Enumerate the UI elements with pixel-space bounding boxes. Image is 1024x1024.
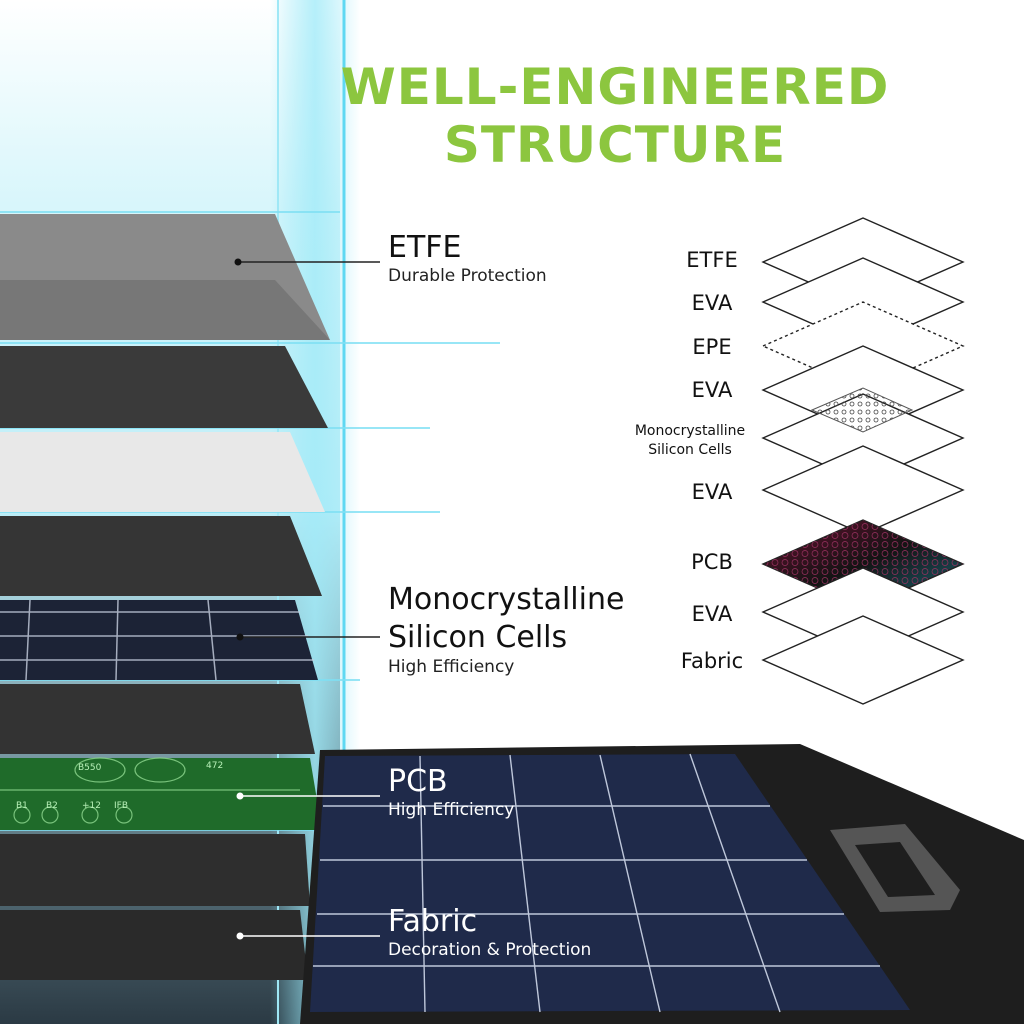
callout-pcb-desc: High Efficiency <box>388 800 515 820</box>
epe-layer <box>0 432 325 512</box>
pcb-marking: B550 <box>78 763 102 773</box>
callout-lines <box>238 261 380 638</box>
title-line-1: WELL-ENGINEERED <box>340 58 890 116</box>
exploded-label-etfe: ETFE <box>686 248 738 272</box>
eva-layer-1 <box>0 346 328 428</box>
exploded-label-mono-2: Silicon Cells <box>648 442 732 458</box>
pcb-layer <box>0 758 322 830</box>
callout-etfe-title: ETFE <box>388 230 462 265</box>
callout-cells-desc: High Efficiency <box>388 657 515 677</box>
pcb-marking: IFB <box>114 801 128 811</box>
exploded-eva-3 <box>761 445 965 535</box>
eva-layer-2 <box>0 516 322 596</box>
exploded-pcb-pattern <box>763 520 963 608</box>
title-line-2: STRUCTURE <box>443 116 787 174</box>
pcb-traces <box>0 757 300 824</box>
eva-layer-4 <box>0 834 310 906</box>
exploded-label-epe: EPE <box>692 335 732 359</box>
cell-grid-lines <box>0 599 314 681</box>
eva-layer-3 <box>0 684 315 754</box>
exploded-label-pcb: PCB <box>691 550 733 574</box>
exploded-label-fabric: Fabric <box>680 649 744 673</box>
pcb-marking: 472 <box>206 761 223 771</box>
callout-pcb-title: PCB <box>388 764 448 799</box>
exploded-label-eva-1: EVA <box>691 291 733 315</box>
callout-etfe-desc: Durable Protection <box>388 266 547 286</box>
exploded-label-eva-4: EVA <box>691 602 733 626</box>
exploded-diagram <box>761 217 965 705</box>
exploded-label-eva-2: EVA <box>691 378 733 402</box>
callout-lines-light <box>240 795 380 937</box>
fabric-layer <box>0 910 308 980</box>
exploded-cells-pattern <box>810 387 914 433</box>
panel-handle-hole <box>855 842 935 897</box>
callout-fabric-title: Fabric <box>388 904 478 939</box>
pcb-marking: B1 <box>16 801 28 811</box>
panel-grid-lines <box>313 753 880 1013</box>
callout-dot-pcb <box>236 792 244 800</box>
callout-cells-title-2: Silicon Cells <box>388 620 568 655</box>
callout-dot-etfe <box>234 258 242 266</box>
callout-fabric-desc: Decoration & Protection <box>388 940 592 960</box>
callout-cells-title-1: Monocrystalline <box>388 582 625 617</box>
etfe-layer-shade <box>0 280 330 340</box>
callout-dot-cells <box>236 633 244 641</box>
pcb-marking: +12 <box>82 801 101 811</box>
exploded-label-mono-1: Monocrystalline <box>634 423 746 439</box>
callout-dot-fabric <box>236 932 244 940</box>
exploded-label-eva-3: EVA <box>691 480 733 504</box>
pcb-marking: B2 <box>46 801 58 811</box>
solar-panel-cells <box>310 754 910 1012</box>
exploded-fabric <box>761 615 965 705</box>
